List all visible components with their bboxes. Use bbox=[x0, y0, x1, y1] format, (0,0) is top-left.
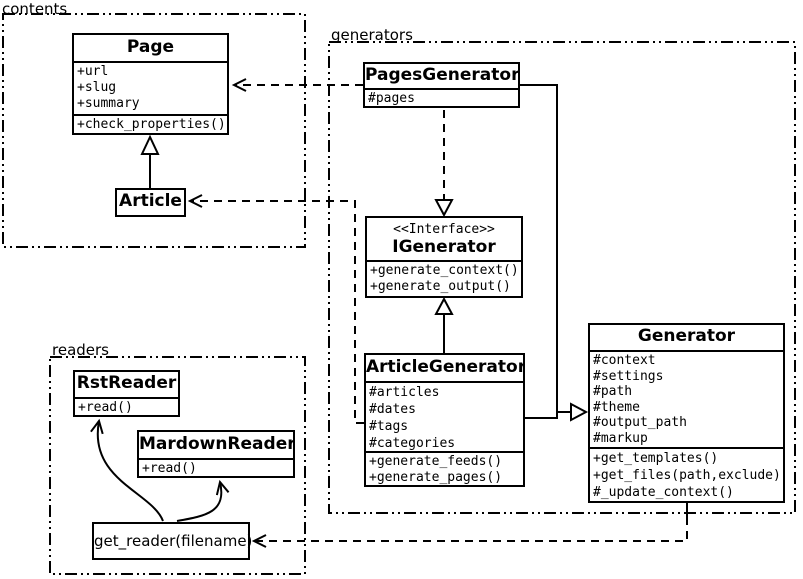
dependency-articlegenerator-to-article bbox=[187, 194, 364, 424]
package-label-readers: readers bbox=[52, 341, 109, 359]
get-reader-function-box: get_reader(filename) bbox=[92, 522, 252, 560]
class-articlegenerator-methods: +generate_feeds() +generate_pages() bbox=[366, 451, 523, 485]
class-page-name: Page bbox=[126, 37, 175, 57]
class-page: Page +url +slug +summary +check_properti… bbox=[72, 33, 229, 135]
class-articlegenerator-name: ArticleGenerator bbox=[366, 357, 523, 377]
class-markdownreader: MardownReader +read() bbox=[137, 430, 295, 478]
class-articlegenerator: ArticleGenerator #articles #dates #tags … bbox=[364, 353, 525, 487]
class-page-attributes: +url +slug +summary bbox=[74, 61, 227, 114]
arrow-getreader-to-markdownreader bbox=[176, 479, 230, 522]
package-label-generators: generators bbox=[331, 26, 413, 44]
class-generator-methods: +get_templates() +get_files(path,exclude… bbox=[590, 447, 783, 501]
class-igenerator-methods: +generate_context() +generate_output() bbox=[367, 260, 521, 296]
class-pagesgenerator: PagesGenerator #pages bbox=[363, 62, 520, 108]
class-generator: Generator #context #settings #path #them… bbox=[588, 323, 785, 503]
hollow-triangle-icon bbox=[434, 296, 454, 315]
class-igenerator-name: IGenerator bbox=[392, 237, 496, 257]
class-generator-attributes: #context #settings #path #theme #output_… bbox=[590, 350, 783, 447]
class-markdownreader-methods: +read() bbox=[139, 458, 293, 476]
class-rstreader-name: RstReader bbox=[76, 373, 177, 393]
package-border-generators bbox=[328, 41, 796, 514]
package-label-contents: contents bbox=[2, 0, 68, 18]
class-igenerator-title: <<Interface>> IGenerator bbox=[367, 218, 521, 260]
package-border-contents bbox=[2, 13, 306, 248]
package-border-readers bbox=[49, 356, 306, 575]
class-markdownreader-name: MardownReader bbox=[139, 434, 293, 454]
class-igenerator-stereotype: <<Interface>> bbox=[393, 222, 495, 237]
realization-pagesgenerator-to-igenerator bbox=[434, 110, 454, 218]
arrow-getreader-to-rstreader bbox=[90, 418, 164, 522]
hollow-triangle-icon bbox=[434, 199, 454, 218]
class-page-methods: +check_properties() bbox=[74, 114, 227, 133]
class-igenerator: <<Interface>> IGenerator +generate_conte… bbox=[365, 216, 523, 298]
dependency-generator-to-getreader bbox=[251, 503, 688, 548]
hollow-triangle-icon bbox=[140, 134, 160, 155]
class-article-name: Article bbox=[119, 191, 182, 211]
class-pagesgenerator-name: PagesGenerator bbox=[365, 65, 518, 85]
class-generator-name: Generator bbox=[637, 326, 736, 346]
class-rstreader-methods: +read() bbox=[75, 397, 178, 415]
hollow-triangle-icon bbox=[570, 402, 589, 422]
class-pagesgenerator-attributes: #pages bbox=[365, 88, 518, 106]
class-rstreader: RstReader +read() bbox=[73, 370, 180, 417]
class-articlegenerator-attributes: #articles #dates #tags #categories bbox=[366, 381, 523, 451]
inheritance-generators-to-generator bbox=[520, 84, 589, 422]
class-article: Article bbox=[115, 188, 186, 217]
inheritance-article-to-page bbox=[140, 134, 160, 188]
inheritance-articlegenerator-to-igenerator bbox=[434, 296, 454, 353]
